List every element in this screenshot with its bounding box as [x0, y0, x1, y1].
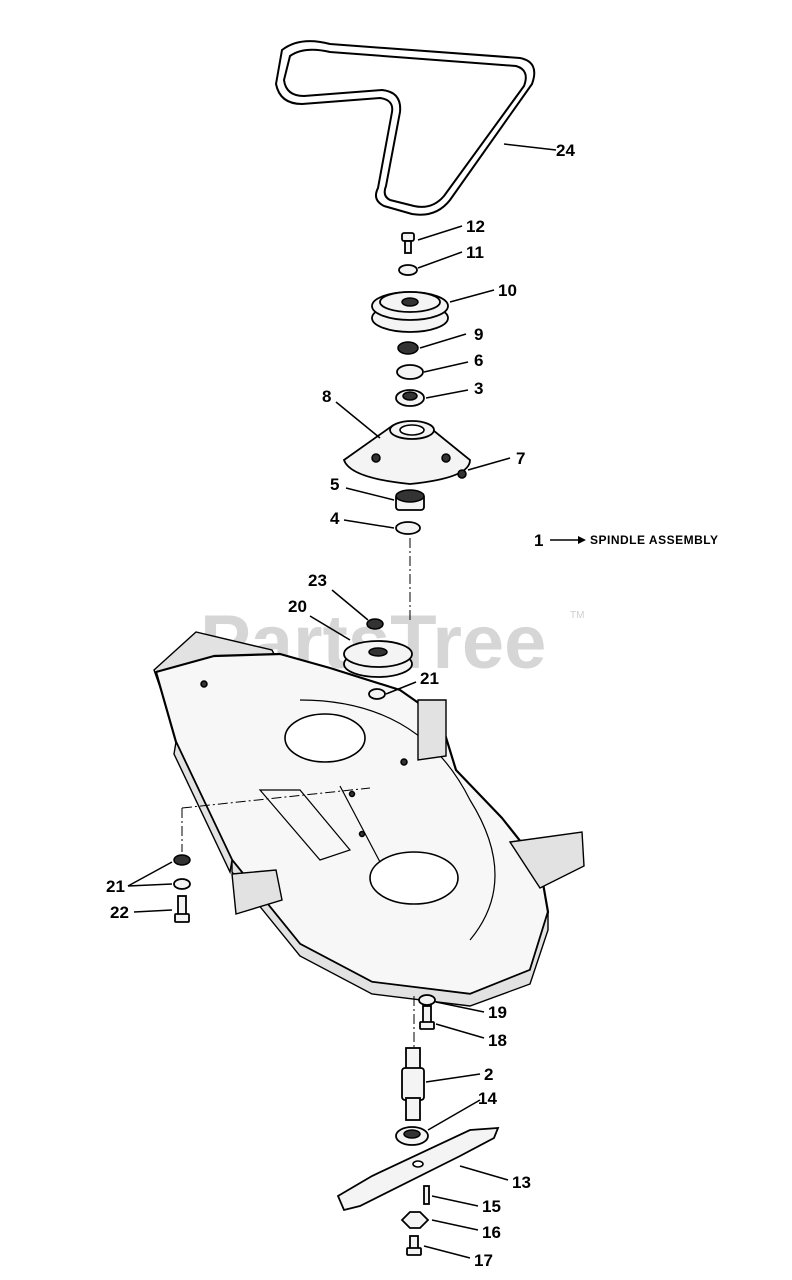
callout-6: 6	[474, 351, 483, 370]
mower-deck-part	[153, 631, 585, 1007]
bearing-5-part	[395, 489, 425, 511]
nut-23-part	[366, 618, 384, 630]
watermark-tm: TM	[570, 610, 584, 621]
bearing-3-part	[395, 389, 425, 407]
axis-line-left-diag	[181, 787, 371, 809]
assembly-note-number: 1	[534, 531, 543, 550]
blade-13-part	[336, 1126, 500, 1212]
callout-7: 7	[516, 449, 525, 468]
callout-19: 19	[488, 1003, 507, 1022]
callout-24: 24	[556, 141, 575, 160]
callout-21-top: 21	[420, 669, 439, 688]
star-washer-16-part	[400, 1211, 430, 1229]
callout-12: 12	[466, 217, 485, 236]
callout-22: 22	[110, 903, 129, 922]
ring-4-part	[395, 521, 421, 535]
bearing-14-part	[395, 1126, 429, 1146]
pulley-10-part	[371, 291, 449, 333]
callout-21-left: 21	[106, 877, 125, 896]
assembly-note-label: SPINDLE ASSEMBLY	[590, 533, 718, 547]
callout-2: 2	[484, 1065, 493, 1084]
ring-6-part	[396, 364, 424, 380]
v-belt-part	[275, 40, 536, 216]
callout-4: 4	[330, 509, 340, 528]
nut-9-part	[397, 341, 419, 355]
callout-14: 14	[478, 1089, 497, 1108]
callout-8: 8	[322, 387, 331, 406]
leader-lines	[127, 143, 578, 1259]
callout-10: 10	[498, 281, 517, 300]
spindle-shaft-2-part	[401, 1047, 425, 1121]
washer-21-top-part	[368, 688, 386, 700]
callout-16: 16	[482, 1223, 501, 1242]
bolt-18-part	[419, 1005, 435, 1030]
callout-9: 9	[474, 325, 483, 344]
assembly-arrow-icon	[578, 536, 586, 544]
callout-20: 20	[288, 597, 307, 616]
washer-11-part	[398, 264, 418, 276]
grease-fitting-7-part	[457, 469, 467, 479]
pin-15-part	[423, 1185, 430, 1205]
callout-3: 3	[474, 379, 483, 398]
callout-11: 11	[466, 243, 484, 262]
washer-21-left-b-part	[173, 878, 191, 890]
callout-23: 23	[308, 571, 327, 590]
bolt-17-part	[406, 1235, 422, 1256]
bolt-12-part	[401, 232, 415, 254]
bolt-22-part	[174, 895, 190, 923]
callout-5: 5	[330, 475, 339, 494]
idler-pulley-20-part	[343, 640, 413, 678]
callout-13: 13	[512, 1173, 531, 1192]
callout-18: 18	[488, 1031, 507, 1050]
washer-19-part	[418, 994, 436, 1006]
spindle-housing-8-part	[342, 420, 471, 485]
callout-17: 17	[474, 1251, 493, 1270]
washer-21-left-a-part	[173, 854, 191, 866]
callout-15: 15	[482, 1197, 501, 1216]
